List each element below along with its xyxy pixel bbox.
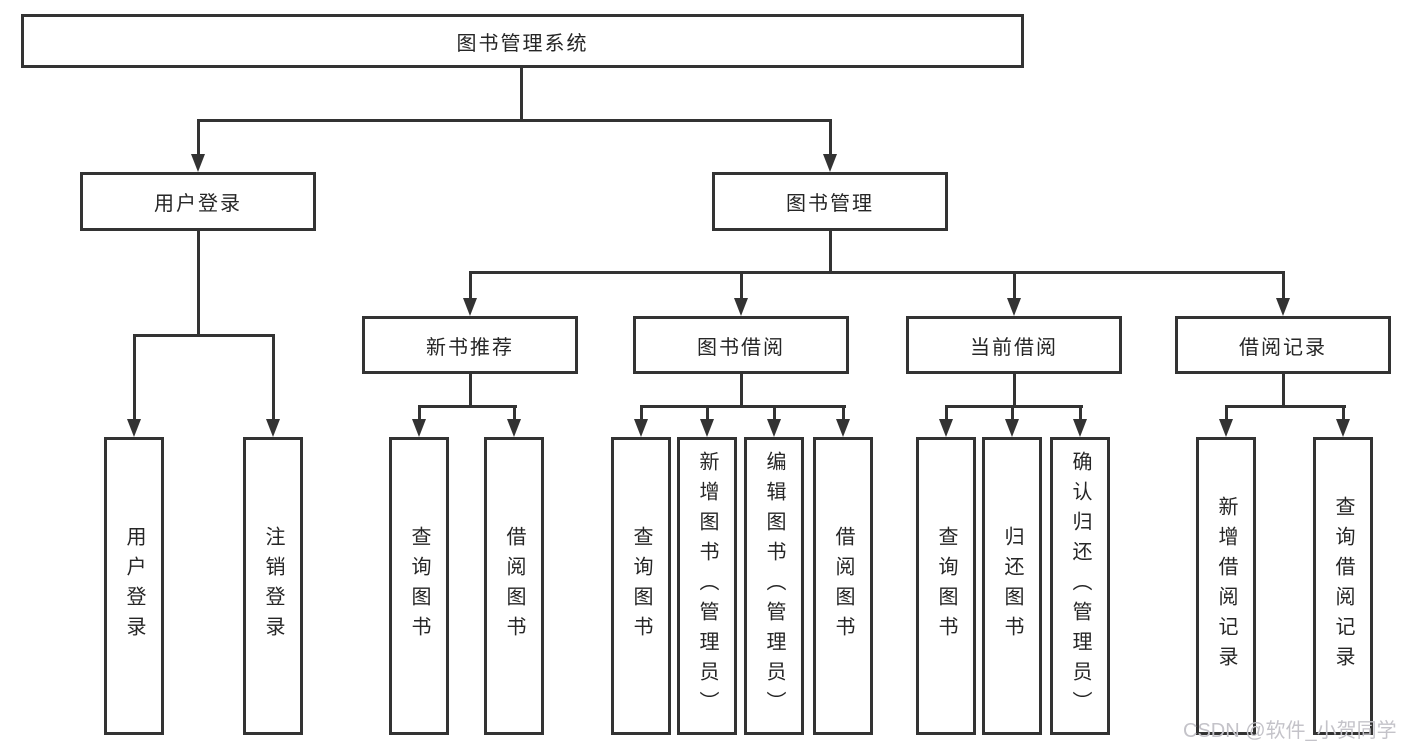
leaf-current-return-books: 归还图书 [982,437,1042,735]
leaf-current-confirm-return-admin: 确认归还（管理员） [1050,437,1110,735]
connector-leaf-stub [945,405,948,422]
connector-current-borrow-stem [1013,371,1016,408]
connector-leaf-stub [1342,405,1345,422]
connector-new-book-split [418,405,517,408]
connector-to-user-login [197,119,200,157]
leaf-records-query-record: 查询借阅记录 [1313,437,1373,735]
node-user-login: 用户登录 [80,172,316,231]
connector-root-split [197,119,832,122]
connector-leaf-stub [1225,405,1228,422]
node-book-borrow: 图书借阅 [633,316,849,374]
arrowhead-icon [734,298,748,316]
leaf-user-login: 用户登录 [104,437,164,735]
leaf-borrow-borrow-books: 借阅图书 [813,437,873,735]
connector-root-stem [520,66,523,122]
node-root-library-management-system: 图书管理系统 [21,14,1024,68]
leaf-borrow-add-books-admin: 新增图书（管理员） [677,437,737,735]
leaf-current-query-books: 查询图书 [916,437,976,735]
node-label: 图书管理系统 [456,32,589,55]
leaf-logout: 注销登录 [243,437,303,735]
arrowhead-icon [266,419,280,437]
node-label: 用户登录 [123,526,145,646]
node-label: 借阅记录 [1239,336,1327,359]
arrowhead-icon [1276,298,1290,316]
connector-current-borrow-split [945,405,1083,408]
node-label: 当前借阅 [970,336,1058,359]
connector-to-leaf-logout [272,334,275,422]
connector-leaf-stub [640,405,643,422]
node-book-management: 图书管理 [712,172,948,231]
connector-to-leaf-user-login [133,334,136,422]
connector-borrow-records-split [1225,405,1346,408]
node-label: 新增借阅记录 [1215,496,1237,676]
node-label: 确认归还（管理员） [1069,451,1091,721]
node-label: 新书推荐 [426,336,514,359]
arrowhead-icon [1336,419,1350,437]
connector-leaf-stub [513,405,516,422]
arrowhead-icon [1005,419,1019,437]
connector-to-borrow-records [1282,271,1285,301]
connector-to-current-borrow [1013,271,1016,301]
leaf-records-add-record: 新增借阅记录 [1196,437,1256,735]
arrowhead-icon [767,419,781,437]
node-new-book-recommend: 新书推荐 [362,316,578,374]
leaf-borrow-edit-books-admin: 编辑图书（管理员） [744,437,804,735]
node-current-borrow: 当前借阅 [906,316,1122,374]
arrowhead-icon [507,419,521,437]
connector-book-borrow-stem [740,371,743,408]
arrowhead-icon [836,419,850,437]
arrowhead-icon [939,419,953,437]
connector-leaf-stub [773,405,776,422]
arrowhead-icon [412,419,426,437]
connector-book-management-split [469,271,1285,274]
node-label: 图书管理 [786,193,874,215]
arrowhead-icon [463,298,477,316]
connector-to-new-book-recommend [469,271,472,301]
arrowhead-icon [1073,419,1087,437]
node-label: 借阅图书 [503,526,525,646]
connector-leaf-stub [706,405,709,422]
node-label: 借阅图书 [832,526,854,646]
arrowhead-icon [700,419,714,437]
node-label: 查询图书 [935,526,957,646]
arrowhead-icon [1219,419,1233,437]
connector-new-book-stem [469,371,472,408]
csdn-watermark: CSDN @软件_小贺同学 [1183,720,1397,742]
node-label: 用户登录 [154,193,242,215]
connector-book-management-stem [829,228,832,274]
connector-to-book-management [829,119,832,157]
connector-user-login-split [133,334,275,337]
leaf-new-book-query-books: 查询图书 [389,437,449,735]
node-label: 注销登录 [262,526,284,646]
arrowhead-icon [1007,298,1021,316]
node-label: 查询图书 [630,526,652,646]
node-label: 编辑图书（管理员） [763,451,785,721]
connector-leaf-stub [1011,405,1014,422]
connector-leaf-stub [418,405,421,422]
connector-book-borrow-split [640,405,846,408]
arrowhead-icon [127,419,141,437]
leaf-new-book-borrow-books: 借阅图书 [484,437,544,735]
leaf-borrow-query-books: 查询图书 [611,437,671,735]
node-borrow-records: 借阅记录 [1175,316,1391,374]
node-label: 查询借阅记录 [1332,496,1354,676]
connector-leaf-stub [1079,405,1082,422]
node-label: 查询图书 [408,526,430,646]
node-label: 归还图书 [1001,526,1023,646]
arrowhead-icon [823,154,837,172]
arrowhead-icon [634,419,648,437]
node-label: 图书借阅 [697,336,785,359]
connector-user-login-stem [197,228,200,337]
connector-leaf-stub [842,405,845,422]
node-label: 新增图书（管理员） [696,451,718,721]
connector-borrow-records-stem [1282,371,1285,408]
arrowhead-icon [191,154,205,172]
connector-to-book-borrow [740,271,743,301]
